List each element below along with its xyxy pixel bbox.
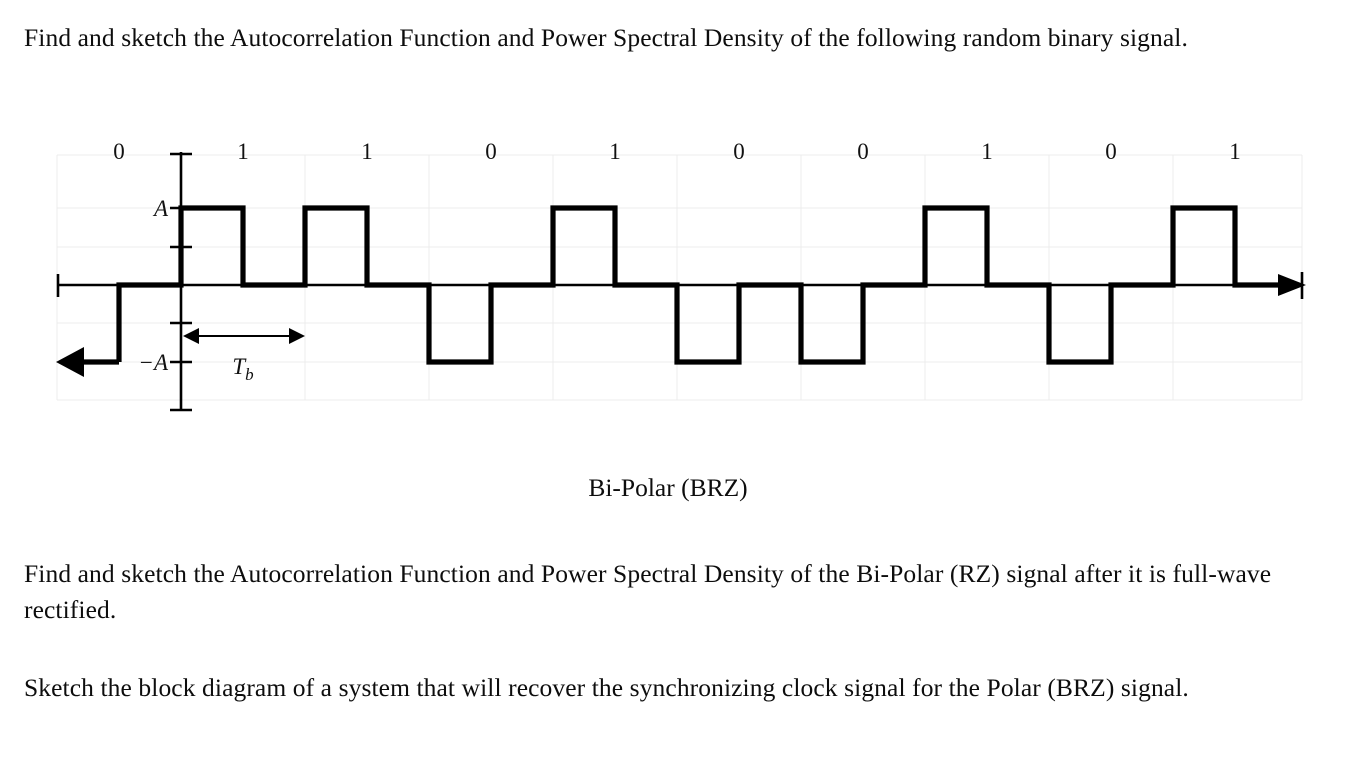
bit-period-dimension: Tb [183,328,305,384]
figure-caption: Bi-Polar (BRZ) [0,473,1350,503]
bit-label-8: 0 [1105,139,1117,164]
bit-label-5: 0 [733,139,745,164]
bit-period-label: Tb [232,354,253,384]
axis-arrow-right [1278,274,1306,296]
bit-label-0: 0 [113,139,125,164]
waveform-figure: A −A 0 1 1 0 1 0 0 1 0 1 [0,130,1350,430]
bit-label-6: 0 [857,139,869,164]
waveform-left-arrow [56,347,119,377]
paragraph-clock: Sketch the block diagram of a system tha… [24,673,1189,702]
amplitude-label-negative: −A [138,350,169,375]
tb-arrow-left [183,328,199,344]
bit-label-1: 1 [237,139,249,164]
bit-label-2: 1 [361,139,373,164]
paragraph-rectified: Find and sketch the Autocorrelation Func… [24,559,1272,624]
figure-caption-text: Bi-Polar (BRZ) [588,473,748,502]
bit-label-3: 0 [485,139,497,164]
amplitude-label-positive: A [152,196,169,221]
bit-label-9: 1 [1229,139,1241,164]
paragraph-intro: Find and sketch the Autocorrelation Func… [24,23,1188,52]
bit-label-7: 1 [981,139,993,164]
tb-arrow-right [289,328,305,344]
waveform-trace [116,205,1290,365]
bit-label-row: 0 1 1 0 1 0 0 1 0 1 [113,139,1241,164]
bit-label-4: 1 [609,139,621,164]
